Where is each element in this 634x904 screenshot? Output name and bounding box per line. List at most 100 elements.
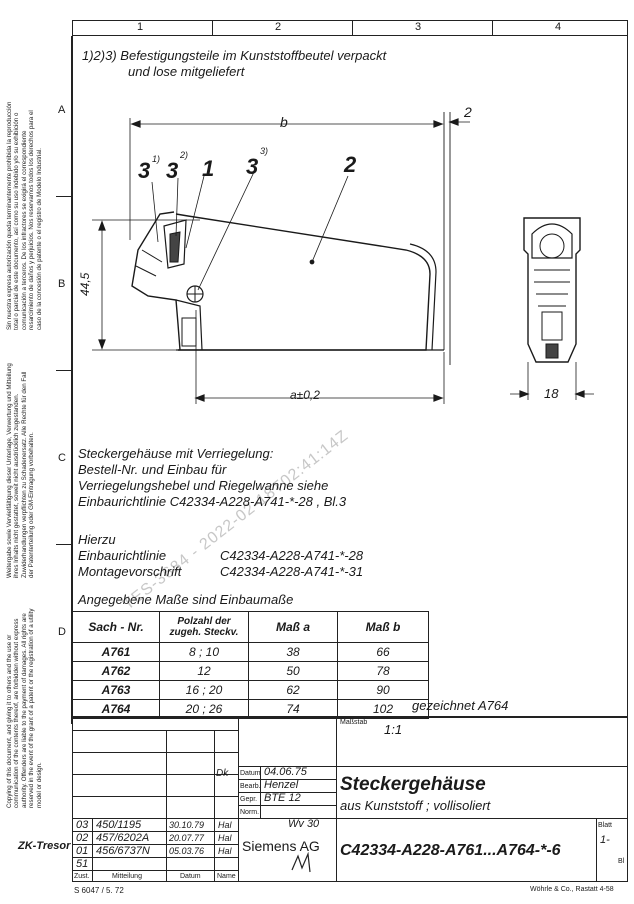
revision-grid-line xyxy=(72,796,238,797)
part-label-3-2-sup: 2) xyxy=(180,150,189,160)
row-header-bar xyxy=(56,36,72,724)
table-cell-polzahl: 16 ; 20 xyxy=(159,680,249,700)
table-cell-nr: A761 xyxy=(72,642,160,662)
revision-datum: 30.10.79 xyxy=(169,820,205,830)
revision-mitteilung: 457/6202A xyxy=(96,832,150,844)
table-cell-a: 62 xyxy=(248,680,338,700)
description-line-3: Verriegelungshebel und Riegelwanne siehe xyxy=(78,478,329,493)
part-label-2: 2 xyxy=(344,152,357,177)
table-header: Sach - Nr. xyxy=(72,611,160,643)
revision-name: Hal xyxy=(218,833,232,843)
revision-grid-line xyxy=(92,818,93,882)
title-block-divider xyxy=(238,779,336,780)
blatt-label: Blatt xyxy=(598,822,613,829)
table-cell-a: 38 xyxy=(248,642,338,662)
column-divider xyxy=(212,20,214,36)
revision-name: Hal xyxy=(218,820,232,830)
column-divider xyxy=(352,20,354,36)
doc-number: C42334-A228-A761...A764-*-6 xyxy=(340,842,561,859)
row-label: B xyxy=(58,278,66,290)
revision-mitteilung: 456/6737N xyxy=(96,845,150,857)
table-header: Polzahl der zugeh. Steckv. xyxy=(159,611,249,643)
revision-grid-line xyxy=(72,844,238,845)
title-block-divider xyxy=(596,818,598,882)
drawing-title: Steckergehäuse xyxy=(340,774,486,795)
hierzu-row-2-value: C42334-A228-A741-*-31 xyxy=(220,564,364,579)
hierzu-row-2-label: Montagevorschrift xyxy=(78,564,182,579)
description-line-2: Bestell-Nr. und Einbau für xyxy=(78,462,227,477)
table-header: Maß a xyxy=(248,611,338,643)
table-row: A763 16 ; 20 62 90 xyxy=(72,680,429,700)
table-cell-nr: A762 xyxy=(72,661,160,681)
column-label: 4 xyxy=(554,21,562,33)
part-label-3-1-sup: 1) xyxy=(152,154,161,164)
signature-mark xyxy=(291,852,311,873)
revision-grid-line xyxy=(214,730,215,882)
table-header-row: Sach - Nr. Polzahl der zugeh. Steckv. Ma… xyxy=(72,611,429,643)
revision-grid-line xyxy=(72,730,238,731)
column-divider xyxy=(492,20,494,36)
size-table: Sach - Nr. Polzahl der zugeh. Steckv. Ma… xyxy=(72,611,429,719)
table-cell-a: 50 xyxy=(248,661,338,681)
revision-grid-line xyxy=(72,752,238,753)
title-block-divider xyxy=(238,818,628,820)
revision-grid-line xyxy=(72,818,238,819)
revision-grid-line xyxy=(72,831,238,832)
row-label: A xyxy=(58,104,66,116)
title-block-divider xyxy=(238,792,336,793)
column-label: 2 xyxy=(274,21,282,33)
datum-value: 04.06.75 xyxy=(264,766,307,778)
dim-18-label: 18 xyxy=(544,386,559,401)
norm-label: Norm. xyxy=(240,809,260,816)
part-label-3-2: 3 xyxy=(166,158,179,183)
technical-drawing xyxy=(92,112,594,404)
row-label: D xyxy=(58,626,66,638)
col-mitteilung: Mitteilung xyxy=(112,873,142,880)
revision-mitteilung: 450/1195 xyxy=(96,819,142,831)
row-divider xyxy=(56,196,72,198)
gepr-value: BTE 12 xyxy=(264,792,301,804)
dim-height-label: 44,5 xyxy=(78,272,92,296)
table-cell-polzahl: 8 ; 10 xyxy=(159,642,249,662)
bearb-label: Bearb. xyxy=(240,783,261,790)
table-cell-nr: A763 xyxy=(72,680,160,700)
hierzu-row-1-label: Einbaurichtlinie xyxy=(78,548,167,563)
column-label: 1 xyxy=(136,21,144,33)
revision-datum: 20.07.77 xyxy=(169,833,205,843)
drawing-subtitle: aus Kunststoff ; vollisoliert xyxy=(340,798,491,813)
title-block-divider xyxy=(238,716,240,882)
bl-label: Bl xyxy=(618,858,625,865)
title-block-divider xyxy=(336,716,338,882)
bearb-value: Henzel xyxy=(264,779,299,791)
description-line-1: Steckergehäuse mit Verriegelung: xyxy=(78,446,274,461)
dimensions-note: Angegebene Maße sind Einbaumaße xyxy=(78,592,294,607)
part-label-3-3-sup: 3) xyxy=(260,146,269,156)
note-line-2: und lose mitgeliefert xyxy=(128,64,245,79)
part-label-3-1: 3 xyxy=(138,158,151,183)
description-line-4: Einbaurichtlinie C42334-A228-A741-*-28 ,… xyxy=(78,494,347,509)
table-cell-b: 78 xyxy=(337,661,429,681)
printer-note: Wöhrle & Co., Rastatt 4-58 xyxy=(530,886,614,893)
datum-label: Datum xyxy=(240,770,261,777)
gepr-label: Gepr. xyxy=(240,796,258,803)
row-label: C xyxy=(58,452,66,464)
hierzu-row-1-value: C42334-A228-A741-*-28 xyxy=(220,548,364,563)
revision-zust: 02 xyxy=(76,832,89,844)
table-row: A761 8 ; 10 38 66 xyxy=(72,642,429,662)
dim-a-label: a±0,2 xyxy=(290,388,320,402)
row-divider xyxy=(56,370,72,372)
massstab-value: 1:1 xyxy=(384,722,403,737)
form-number: S 6047 / 5. 72 xyxy=(74,886,124,895)
table-row: A762 12 50 78 xyxy=(72,661,429,681)
col-datum: Datum xyxy=(180,873,201,880)
revision-zust: 01 xyxy=(76,845,89,857)
revision-grid-line xyxy=(72,857,238,858)
table-note: gezeichnet A764 xyxy=(412,698,509,713)
revision-zust: 51 xyxy=(76,858,89,870)
title-block-divider xyxy=(238,805,336,806)
drawing-frame xyxy=(72,20,628,882)
table-row: A764 20 ; 26 74 102 xyxy=(72,699,429,719)
dim-b-label: b xyxy=(280,114,288,130)
table-cell-polzahl: 12 xyxy=(159,661,249,681)
table-cell-a: 74 xyxy=(248,699,338,719)
